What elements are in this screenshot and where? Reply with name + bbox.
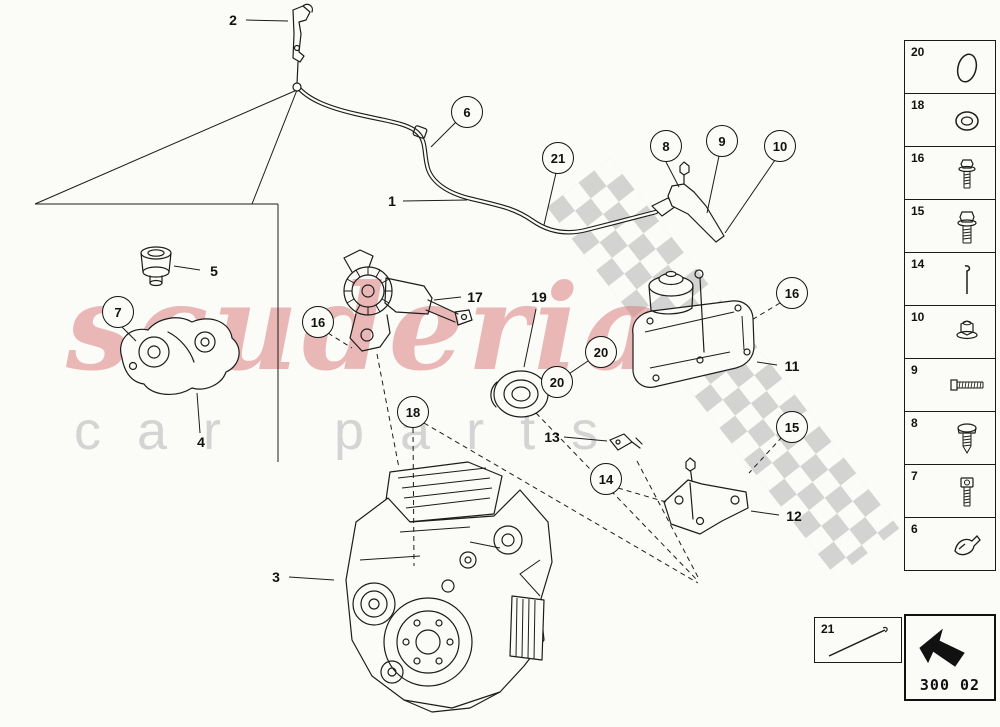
callout-16-b[interactable]: 16 <box>776 277 808 309</box>
callout-1[interactable]: 1 <box>388 193 396 209</box>
back-arrow-icon <box>919 628 965 667</box>
callout-21[interactable]: 21 <box>542 142 574 174</box>
sidebar-part-16[interactable]: 16 <box>904 146 996 200</box>
callout-4[interactable]: 4 <box>197 434 205 450</box>
callout-9[interactable]: 9 <box>706 125 738 157</box>
part-20-grommet-art <box>490 370 549 418</box>
leader-lines <box>121 19 780 581</box>
flange-bolt-icon <box>958 159 976 189</box>
hex-bolt-icon <box>957 211 977 244</box>
callout-5[interactable]: 5 <box>210 263 218 279</box>
part-2-lever-art <box>292 3 313 85</box>
tapping-screw-icon <box>957 423 977 455</box>
callout-11[interactable]: 11 <box>784 358 800 374</box>
callout-7[interactable]: 7 <box>102 296 134 328</box>
sidebar-part-14[interactable]: 14 <box>904 252 996 306</box>
callout-15[interactable]: 15 <box>776 411 808 443</box>
sidebar-part-10[interactable]: 10 <box>904 305 996 359</box>
o-ring-icon <box>956 53 978 83</box>
hardware-sidebar: 20 18 16 15 <box>904 40 996 571</box>
callout-2[interactable]: 2 <box>229 12 237 28</box>
callout-8[interactable]: 8 <box>650 130 682 162</box>
callout-6[interactable]: 6 <box>451 96 483 128</box>
socket-screw-icon <box>960 477 974 507</box>
legend-part-21[interactable]: 21 <box>814 617 902 663</box>
construction-dashed-lines <box>327 302 783 584</box>
callout-17[interactable]: 17 <box>467 289 483 305</box>
callout-19[interactable]: 19 <box>531 289 547 305</box>
clip-icon <box>954 535 981 556</box>
part-3-engine-art <box>345 461 553 713</box>
page-code: 300 02 <box>919 676 981 694</box>
part-8-9-10-bracket-art <box>651 161 725 243</box>
callout-20-a[interactable]: 20 <box>585 336 617 368</box>
callout-20-b[interactable]: 20 <box>541 366 573 398</box>
callout-3[interactable]: 3 <box>272 569 280 585</box>
part-13-sensor-art <box>609 433 643 451</box>
callout-18[interactable]: 18 <box>397 396 429 428</box>
retaining-pin-icon <box>964 265 971 294</box>
sidebar-part-7[interactable]: 7 <box>904 464 996 518</box>
sidebar-part-6[interactable]: 6 <box>904 517 996 571</box>
callout-10[interactable]: 10 <box>764 130 796 162</box>
callout-13[interactable]: 13 <box>544 429 560 445</box>
callout-14[interactable]: 14 <box>590 463 622 495</box>
sidebar-part-15[interactable]: 15 <box>904 199 996 253</box>
sidebar-part-9[interactable]: 9 <box>904 358 996 412</box>
sidebar-part-18[interactable]: 18 <box>904 93 996 147</box>
part-17-actuator-art <box>343 249 473 352</box>
magnifier-lines <box>34 89 298 462</box>
nav-page-box[interactable]: 300 02 <box>904 614 996 701</box>
cable-tie-icon <box>828 626 888 657</box>
part-1-cable-art <box>292 82 659 235</box>
seal-ring-icon <box>955 111 979 131</box>
part-11-cover-art <box>632 269 755 388</box>
long-bolt-icon <box>950 379 984 391</box>
flange-nut-icon <box>956 320 978 340</box>
part-12-bracket-art <box>663 457 749 535</box>
part-5-bushing-art <box>140 246 172 287</box>
sidebar-part-8[interactable]: 8 <box>904 411 996 465</box>
sidebar-part-20[interactable]: 20 <box>904 40 996 94</box>
callout-16-a[interactable]: 16 <box>302 306 334 338</box>
callout-12[interactable]: 12 <box>786 508 802 524</box>
part-4-bracket-art <box>120 317 240 395</box>
